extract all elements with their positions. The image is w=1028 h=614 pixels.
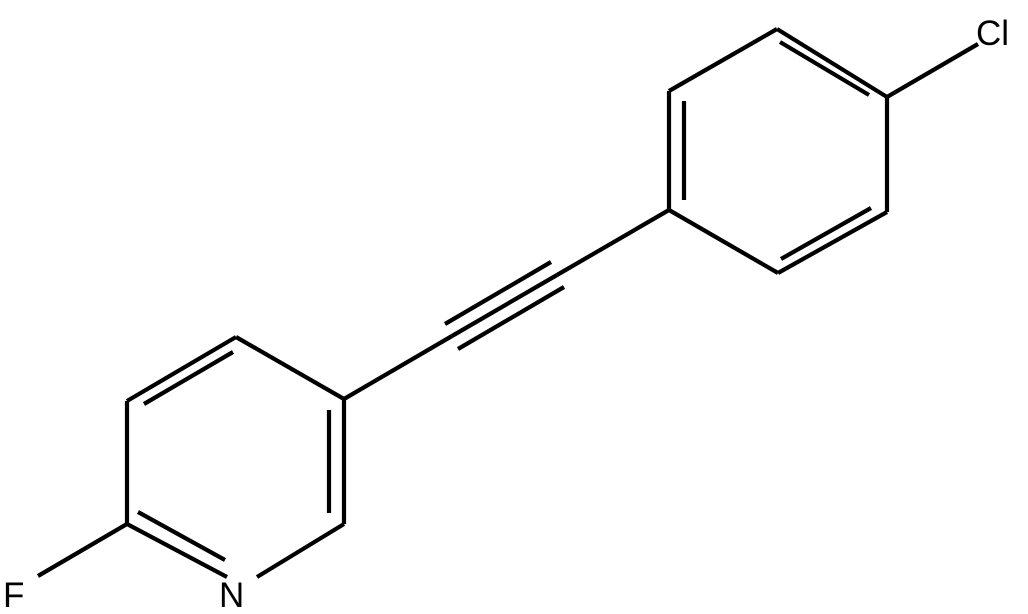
bond-ring-a-1-inner bbox=[778, 40, 871, 97]
bond-c-cl bbox=[885, 42, 980, 99]
bond-ring-b-1 bbox=[234, 335, 346, 401]
bond-ring-a-5-inner bbox=[779, 206, 873, 261]
bond-ring-b-5 bbox=[255, 522, 346, 579]
bond-ring-a-2 bbox=[667, 27, 779, 93]
alkyne-linker bbox=[342, 208, 671, 401]
bond-ring-b-2 bbox=[125, 335, 238, 403]
bond-ring-a-to-alkyne bbox=[555, 208, 671, 277]
bond-triple-upper bbox=[443, 260, 553, 326]
bond-ring-a-5 bbox=[776, 210, 889, 275]
bond-triple-lower bbox=[456, 285, 566, 351]
atom-label-f: F bbox=[3, 576, 24, 614]
bond-alkyne-to-ring-b bbox=[342, 334, 454, 401]
bond-ring-a-1 bbox=[775, 27, 889, 99]
bond-c-f bbox=[36, 522, 129, 578]
bond-ring-a-4 bbox=[667, 208, 780, 275]
bond-ring-b-4 bbox=[126, 522, 228, 579]
bond-triple-center bbox=[450, 273, 559, 338]
chlorophenyl-ring bbox=[666, 27, 890, 275]
atom-label-cl: Cl bbox=[976, 14, 1009, 53]
bond-ring-b-2-inner bbox=[142, 350, 235, 406]
bond-ring-b-4-inner bbox=[136, 510, 227, 562]
fluoropyridine-ring bbox=[124, 335, 347, 579]
atom-label-n: N bbox=[219, 576, 244, 614]
